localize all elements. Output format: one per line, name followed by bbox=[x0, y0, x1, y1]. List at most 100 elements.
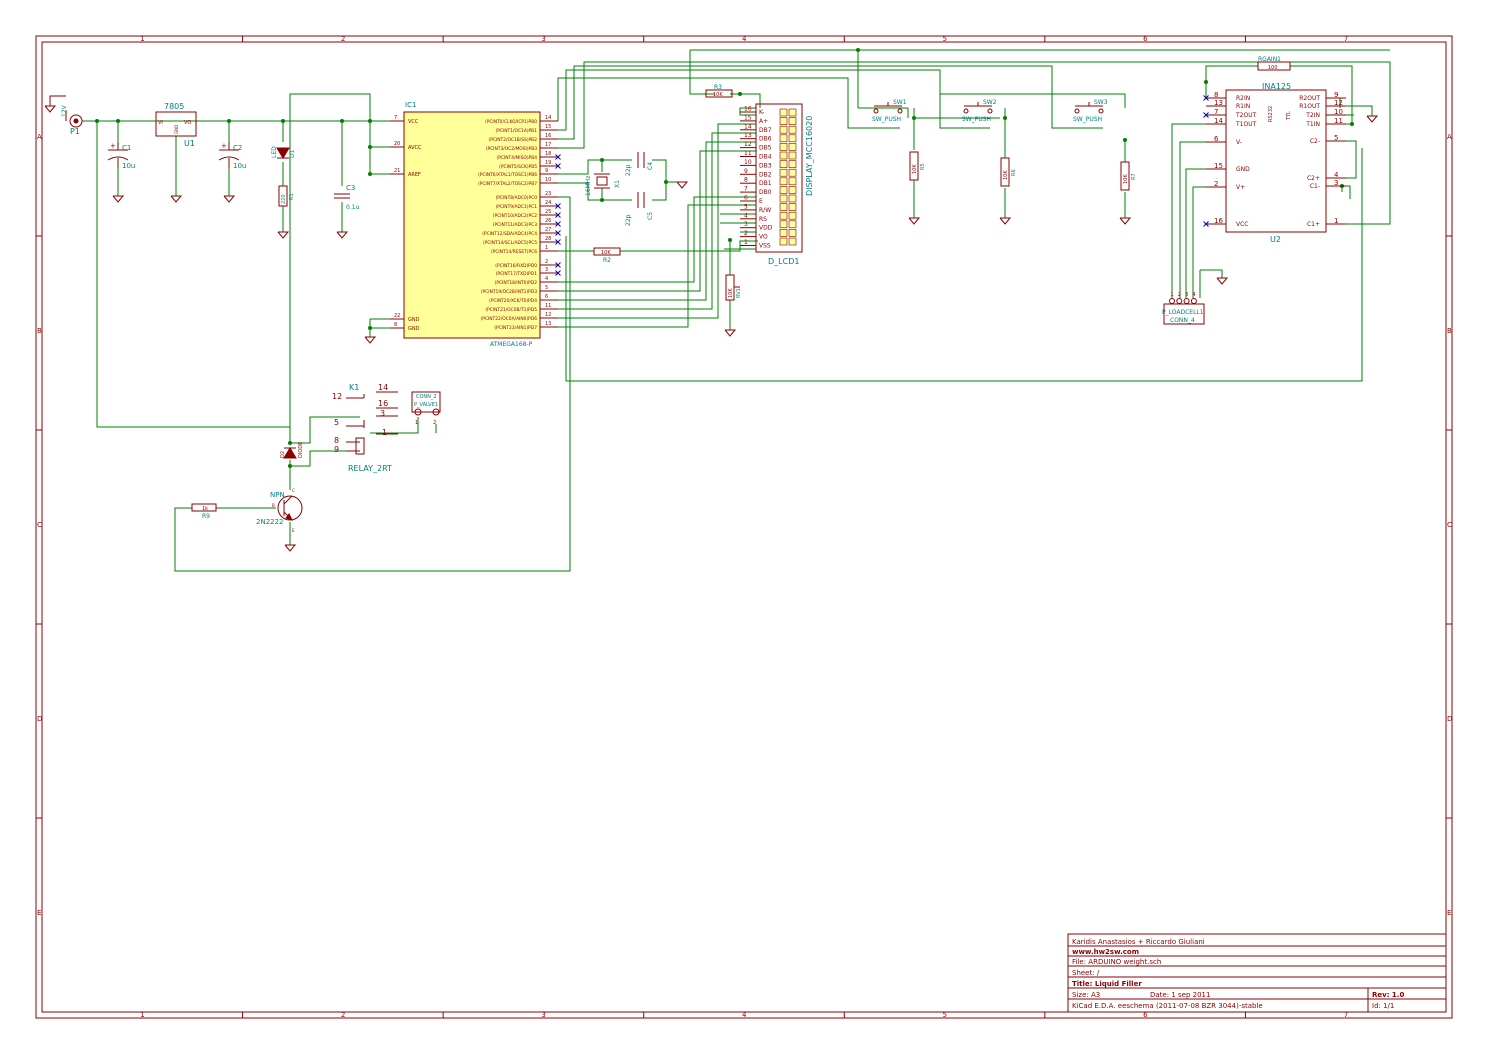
rv1-value: 10K bbox=[728, 288, 734, 298]
k1-pin-num: 8 bbox=[334, 436, 339, 445]
frame-row-label-right: A bbox=[1447, 133, 1452, 141]
resistor-r3 bbox=[705, 89, 733, 98]
c2-plus: + bbox=[221, 142, 227, 150]
lcd-grid-cell bbox=[788, 151, 797, 160]
lcd-pin-num: 15 bbox=[744, 114, 752, 121]
sw1-ref: SW1 bbox=[893, 99, 907, 106]
lcd-grid-cell bbox=[788, 237, 797, 246]
tb-rev: Rev: 1.0 bbox=[1372, 991, 1404, 999]
lcd-pin-name: DB6 bbox=[759, 136, 772, 143]
x1-ref: X1 bbox=[614, 180, 621, 188]
frame-col-label-bottom: 1 bbox=[140, 1011, 144, 1019]
tb-date: Date: 1 sep 2011 bbox=[1150, 991, 1210, 999]
ic1-pin-name: GND bbox=[408, 317, 420, 323]
ic1-pin-num: 7 bbox=[394, 115, 397, 121]
ic1-pin-num: 3 bbox=[545, 267, 548, 273]
lcd-ref: D_LCD1 bbox=[768, 257, 799, 266]
u2-pin-num: 10 bbox=[1334, 108, 1343, 116]
capacitor-c2 bbox=[218, 142, 240, 168]
frame-row-label-right: D bbox=[1447, 715, 1452, 723]
sw3-ref: SW3 bbox=[1094, 99, 1108, 106]
lcd-pin-name: DB2 bbox=[759, 171, 772, 178]
q1-pins: EBC bbox=[272, 488, 295, 533]
no-connect-cross bbox=[1203, 112, 1209, 118]
k1-pin-num: 14 bbox=[378, 383, 388, 392]
loadcell-pin-circle bbox=[1190, 298, 1197, 304]
ic1-pin-name: (PCINT11/ADC3)PC3 bbox=[493, 222, 537, 228]
tb-author: Karidis Anastasios + Riccardo Giuliani bbox=[1072, 938, 1205, 946]
u2-pin-name: V+ bbox=[1236, 184, 1245, 191]
ic1-pin-name: AVCC bbox=[408, 145, 422, 151]
frame-row-label-left: D bbox=[37, 715, 42, 723]
u2-pin-name: R2IN bbox=[1236, 95, 1250, 102]
lcd-pin-name: DB5 bbox=[759, 145, 772, 152]
lcd-pin-num: 1 bbox=[744, 239, 748, 246]
ic1-pin-name: (PCINT22/OC0A/AIN0)PD6 bbox=[481, 316, 538, 322]
u2-pin-num: 2 bbox=[1214, 180, 1218, 188]
ic1-pin-name: (PCINT21/OC0B/T1)PD5 bbox=[485, 307, 537, 313]
r6-ref: R6 bbox=[1011, 169, 1017, 176]
lcd-grid-cell bbox=[779, 168, 788, 177]
u2-pin-num: 8 bbox=[1214, 91, 1218, 99]
ic1-pin-num: 21 bbox=[394, 168, 400, 174]
u2-pin-name: GND bbox=[1236, 166, 1250, 173]
ic1-pin-num: 13 bbox=[545, 321, 551, 327]
u2-pin-name: T2IN bbox=[1305, 112, 1320, 119]
lcd-grid-cell bbox=[779, 125, 788, 134]
lcd-pin-num: 7 bbox=[744, 186, 748, 193]
resistor-r7 bbox=[1120, 161, 1130, 191]
lcd-pin-name: DB4 bbox=[759, 154, 772, 161]
no-connect-cross bbox=[555, 154, 561, 160]
ic1-pin-name: (PCINT20/XCK/T0)PD4 bbox=[489, 298, 537, 304]
ic1-pin-name: (PCINT19/OC2B/INT1)PD3 bbox=[481, 289, 537, 295]
ic1-pin-num: 15 bbox=[545, 124, 551, 130]
lcd-pin-num: 6 bbox=[744, 195, 748, 202]
ic1-pin-name: (PCINT4/MISO)PB4 bbox=[497, 155, 538, 161]
u1-pin-vo: VO bbox=[184, 120, 191, 126]
c2-ref: C2 bbox=[233, 144, 242, 152]
lcd-pin-num: 8 bbox=[744, 177, 748, 184]
ic1-pin-num: 24 bbox=[545, 200, 551, 206]
r9-value: 1k bbox=[202, 506, 208, 512]
resistor-r2 bbox=[593, 247, 621, 256]
lcd-pin-name: VDD bbox=[759, 225, 773, 232]
frame-col-label-bottom: 5 bbox=[943, 1011, 947, 1019]
lcd-pin-num: 11 bbox=[744, 150, 752, 157]
lcd-grid-cell bbox=[788, 186, 797, 194]
resistor-r5 bbox=[909, 151, 919, 181]
u2-pin-num: 9 bbox=[1334, 91, 1338, 99]
c4-ref: C4 bbox=[647, 162, 654, 170]
u2-pin-num: 6 bbox=[1214, 135, 1219, 143]
u2-pin-num: 16 bbox=[1214, 217, 1223, 225]
lcd-grid-cell bbox=[779, 134, 788, 143]
ic1-pin-num: 1 bbox=[545, 245, 548, 251]
lcd-pin-num: 10 bbox=[744, 159, 752, 166]
u2-pin-name: R1IN bbox=[1236, 103, 1250, 110]
ic1-pin-num: 8 bbox=[394, 322, 397, 328]
wires bbox=[82, 49, 1391, 572]
u2-pin-num: 13 bbox=[1214, 99, 1223, 107]
frame-col-label-top: 5 bbox=[943, 35, 947, 43]
ic1-pin-name: (PCINT9/ADC1)PC1 bbox=[496, 204, 538, 210]
u2-pin-name: V- bbox=[1236, 139, 1242, 146]
lcd-pin-num: 4 bbox=[744, 212, 748, 219]
k1-pin-num: 1 bbox=[382, 428, 387, 437]
lcd-pin-name: VSS bbox=[759, 243, 771, 250]
u2-pin-name: T1IN bbox=[1305, 121, 1320, 128]
loadcell-pin-num: 1 bbox=[1171, 292, 1174, 298]
lcd-pin-name: RS bbox=[759, 216, 767, 223]
ic1-pin-num: 19 bbox=[545, 160, 551, 166]
lcd-grid-cell bbox=[779, 194, 788, 203]
frame-col-label-bottom: 2 bbox=[341, 1011, 345, 1019]
ic1-pin-name: VCC bbox=[408, 119, 419, 125]
frame-col-label-top: 2 bbox=[341, 35, 345, 43]
frame-col-label-top: 1 bbox=[140, 35, 144, 43]
r3-ref: R3 bbox=[714, 84, 722, 91]
rv1-ref: RV1 bbox=[736, 288, 742, 298]
ic1-pin-num: 9 bbox=[545, 168, 548, 174]
ic1-pin-num: 17 bbox=[545, 142, 551, 148]
ic1-pin-name: (PCINT18/INT0)PD2 bbox=[495, 280, 538, 286]
